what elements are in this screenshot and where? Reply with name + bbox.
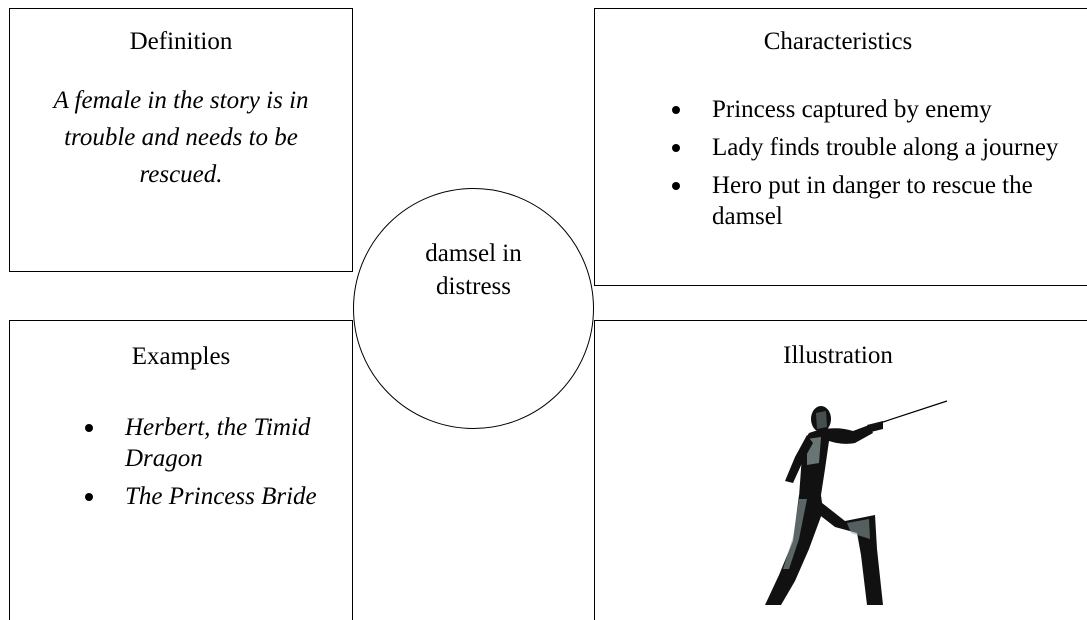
- bullet-icon: [672, 182, 680, 190]
- examples-title: Examples: [131, 343, 231, 370]
- definition-box: Definition A female in the story is in t…: [9, 8, 353, 272]
- list-item: Lady finds trouble along a journey: [672, 132, 1087, 163]
- center-concept-label: damsel in distress: [425, 240, 522, 300]
- list-item: Hero put in danger to rescue the damsel: [672, 170, 1087, 232]
- list-item: The Princess Bride: [85, 481, 325, 512]
- bullet-icon: [672, 106, 680, 114]
- illustration-title: Illustration: [783, 342, 893, 369]
- characteristics-list: Princess captured by enemy Lady finds tr…: [672, 94, 1087, 239]
- illustration-box: Illustration: [594, 320, 1087, 620]
- definition-text: A female in the story is in trouble and …: [53, 87, 309, 188]
- bullet-icon: [672, 144, 680, 152]
- characteristics-title: Characteristics: [763, 28, 913, 55]
- bullet-icon: [85, 493, 93, 501]
- list-item: Herbert, the Timid Dragon: [85, 412, 325, 474]
- examples-list: Herbert, the Timid Dragon The Princess B…: [85, 412, 325, 519]
- characteristics-box: Characteristics Princess captured by ene…: [594, 8, 1087, 286]
- center-concept-circle: damsel in distress: [353, 188, 594, 429]
- examples-box: Examples Herbert, the Timid Dragon The P…: [9, 320, 353, 620]
- fencer-illustration: [765, 400, 948, 605]
- bullet-icon: [85, 424, 93, 432]
- list-item: Princess captured by enemy: [672, 94, 1087, 125]
- definition-title: Definition: [129, 28, 233, 55]
